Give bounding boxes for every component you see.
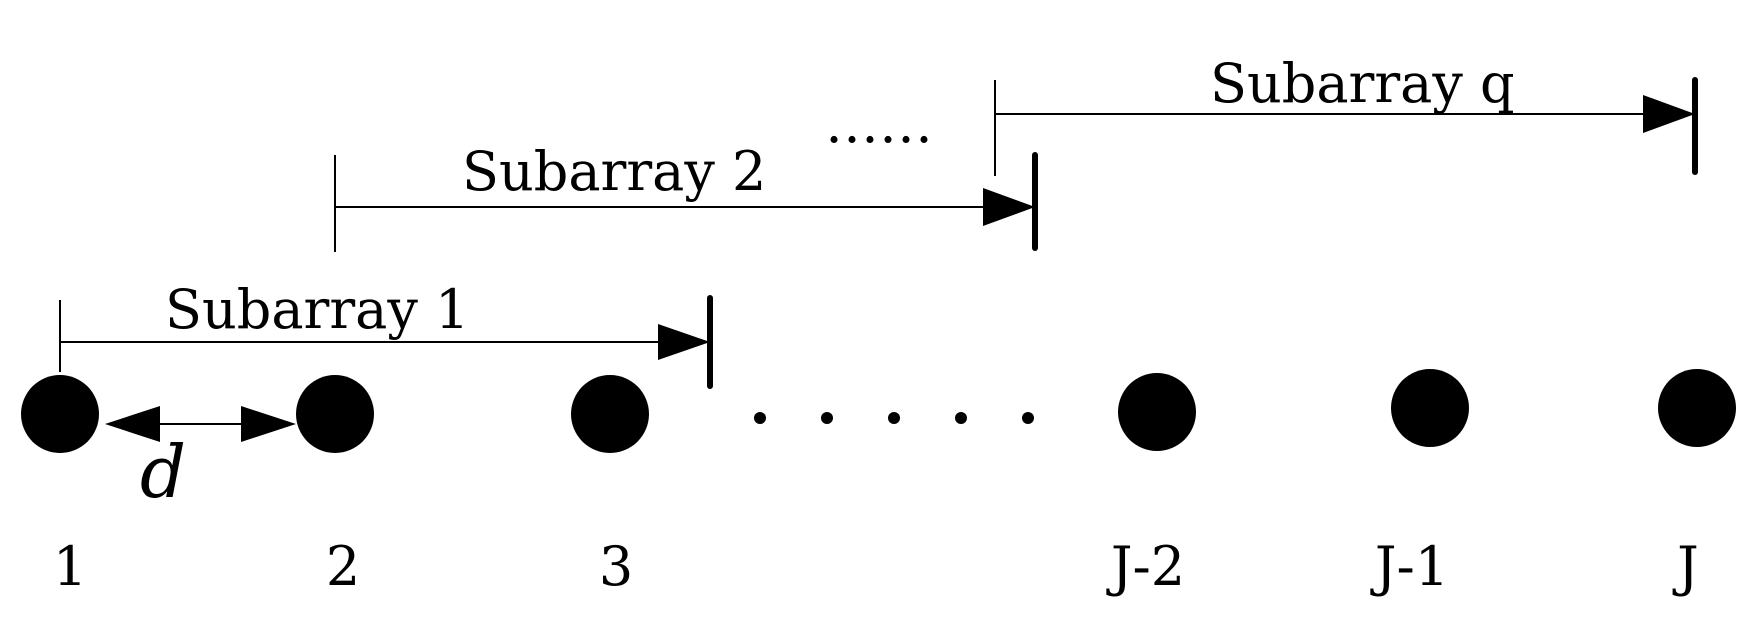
subarray-1-span: Subarray 1 — [59, 278, 713, 389]
subarray-q-label: Subarray q — [1210, 52, 1515, 115]
subarray-1-arrowhead — [658, 324, 710, 360]
spacing-label: d — [140, 430, 186, 514]
subarray-2-label: Subarray 2 — [462, 140, 766, 203]
subarray-q-span: Subarray q — [994, 52, 1698, 176]
array-element-2 — [296, 375, 374, 453]
ellipsis-dot — [955, 412, 967, 424]
subarray-q-arrowhead — [1643, 95, 1695, 133]
spacing-arrow-right-head — [241, 406, 296, 442]
element-index-1: 1 — [53, 535, 87, 598]
array-element-j-1 — [1391, 369, 1469, 447]
array-element-1 — [21, 375, 99, 453]
subarray-2-span: Subarray 2 — [334, 140, 1038, 252]
element-index-3: 3 — [599, 535, 633, 598]
middle-ellipsis — [754, 412, 1034, 424]
ellipsis-dot — [1022, 412, 1034, 424]
spacing-arrow — [105, 406, 296, 442]
element-index-2: 2 — [326, 535, 360, 598]
ellipsis-dot — [821, 412, 833, 424]
element-index-j-2: J-2 — [1106, 535, 1185, 598]
element-index-j: J — [1672, 535, 1699, 598]
ellipsis-dot — [888, 412, 900, 424]
ellipsis-dot — [754, 412, 766, 424]
array-element-j-2 — [1118, 373, 1196, 451]
element-index-j-1: J-1 — [1370, 535, 1449, 598]
subarray-2-arrowhead — [983, 188, 1035, 226]
subarray-1-label: Subarray 1 — [165, 278, 469, 341]
array-element-j — [1658, 369, 1736, 447]
spacing-arrow-left-head — [105, 406, 160, 442]
upper-ellipsis: …… — [825, 92, 933, 155]
array-element-3 — [571, 375, 649, 453]
